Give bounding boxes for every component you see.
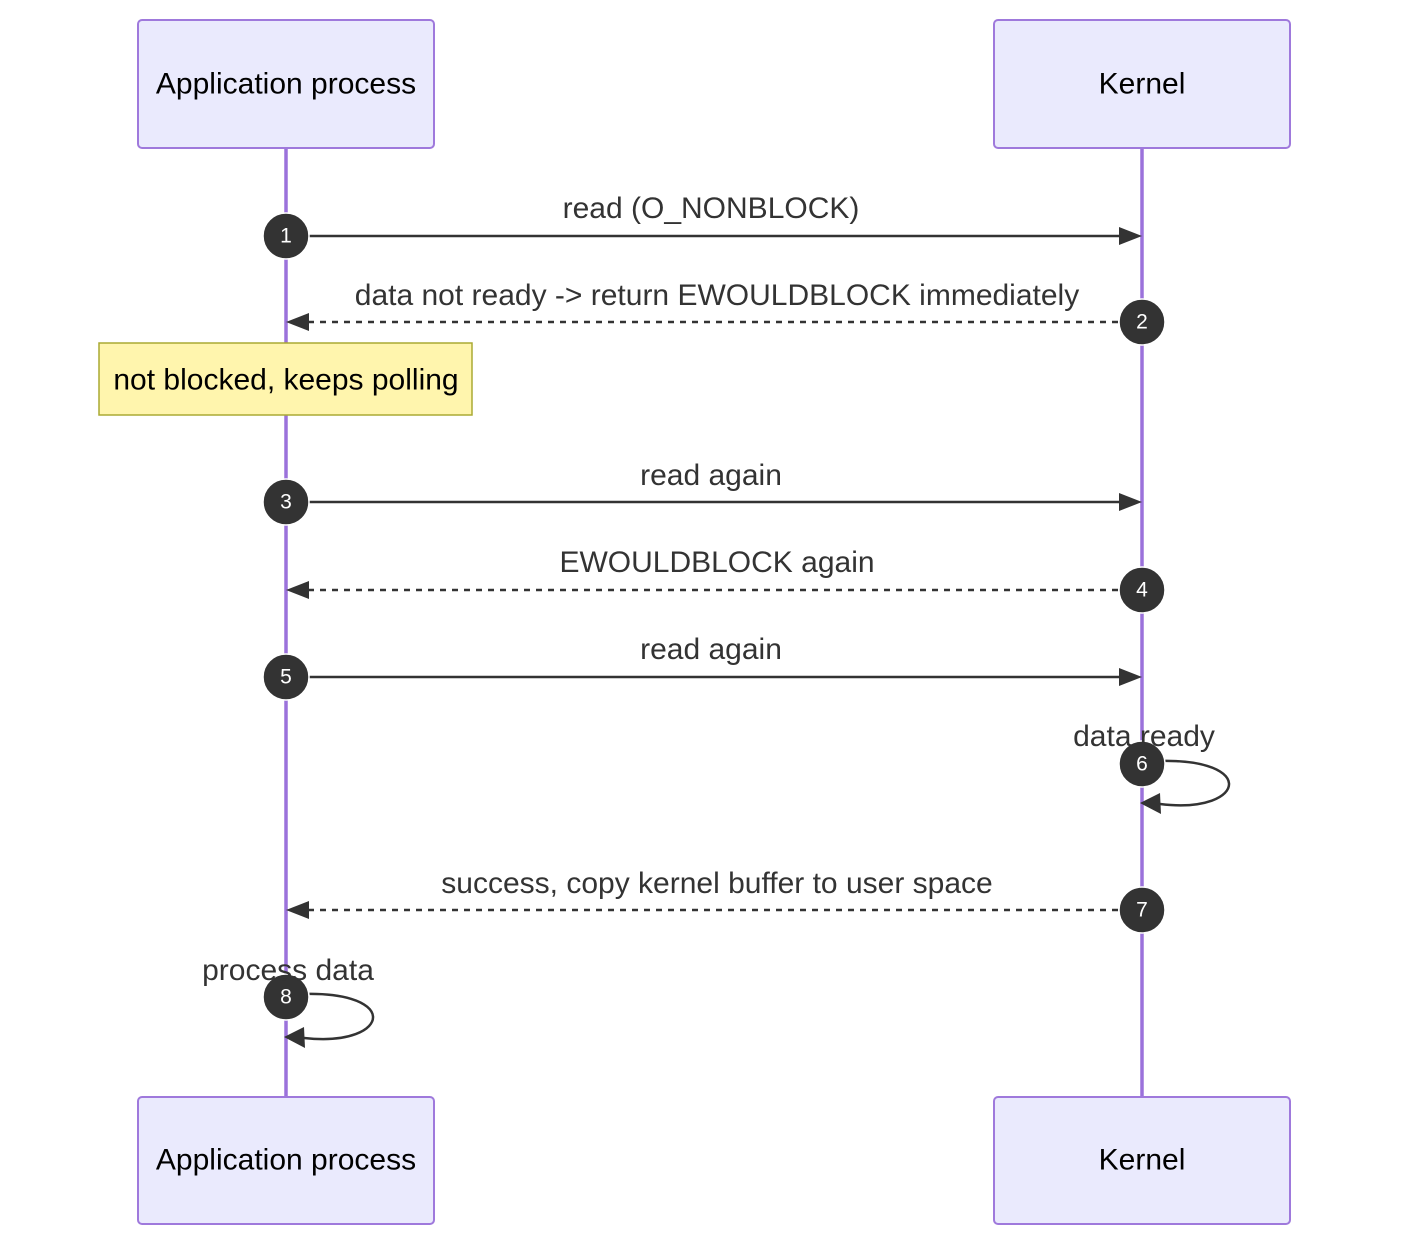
sequence-number-6 — [1118, 740, 1166, 788]
message-7: success, copy kernel buffer to user spac… — [286, 867, 1166, 934]
sequence-number-3 — [262, 478, 310, 526]
actor-bottom-application-process[interactable]: Application process — [137, 1096, 435, 1225]
sequence-number-3-text: 3 — [280, 491, 292, 514]
message-3-label: read again — [640, 459, 782, 492]
message-8-arrowhead — [284, 1027, 305, 1048]
sequence-number-7 — [1118, 886, 1166, 934]
message-6: 6 data ready — [1073, 720, 1231, 814]
sequence-number-1-text: 1 — [280, 225, 292, 248]
sequence-number-4-text: 4 — [1136, 579, 1148, 602]
actor-top-kernel-label: Kernel — [1099, 68, 1186, 101]
sequence-number-2-text: 2 — [1136, 311, 1148, 334]
message-1-label: read (O_NONBLOCK) — [563, 192, 860, 225]
message-2: data not ready -> return EWOULDBLOCK imm… — [286, 279, 1166, 346]
message-6-arrowhead — [1140, 793, 1161, 814]
sequence-number-1 — [262, 212, 310, 260]
message-8: 8 process data — [202, 954, 374, 1048]
message-4-arrowhead — [286, 581, 309, 599]
sequence-number-4 — [1118, 566, 1166, 614]
message-7-label: success, copy kernel buffer to user spac… — [441, 867, 992, 900]
actor-top-application-process-label: Application process — [156, 68, 416, 101]
actor-bottom-kernel-label: Kernel — [1099, 1144, 1186, 1177]
message-2-label: data not ready -> return EWOULDBLOCK imm… — [355, 279, 1079, 312]
note-polling-text: not blocked, keeps polling — [113, 364, 458, 397]
message-2-arrowhead — [286, 313, 309, 331]
message-4: EWOULDBLOCK again 4 — [286, 546, 1166, 614]
sequence-number-7-text: 7 — [1136, 899, 1148, 922]
message-7-arrowhead — [286, 901, 309, 919]
message-1-arrowhead — [1119, 227, 1142, 245]
sequence-number-8 — [262, 973, 310, 1021]
sequence-number-8-text: 8 — [280, 986, 292, 1009]
sequence-number-2 — [1118, 298, 1166, 346]
sequence-number-5-text: 5 — [280, 666, 292, 689]
message-3: read again 3 — [262, 459, 1142, 526]
message-5-arrowhead — [1119, 668, 1142, 686]
message-6-label: data ready — [1073, 720, 1215, 753]
message-8-label: process data — [202, 954, 374, 987]
actor-top-application-process[interactable]: Application process — [137, 19, 435, 149]
actor-bottom-application-process-label: Application process — [156, 1144, 416, 1177]
message-4-label: EWOULDBLOCK again — [559, 546, 874, 579]
message-5: read again 5 — [262, 633, 1142, 701]
sequence-number-5 — [262, 653, 310, 701]
sequence-number-6-text: 6 — [1136, 753, 1148, 776]
message-1: read (O_NONBLOCK) 1 — [262, 192, 1142, 260]
message-5-label: read again — [640, 633, 782, 666]
message-3-arrowhead — [1119, 493, 1142, 511]
note-polling: not blocked, keeps polling — [98, 342, 473, 416]
actor-bottom-kernel[interactable]: Kernel — [993, 1096, 1291, 1225]
actor-top-kernel[interactable]: Kernel — [993, 19, 1291, 149]
